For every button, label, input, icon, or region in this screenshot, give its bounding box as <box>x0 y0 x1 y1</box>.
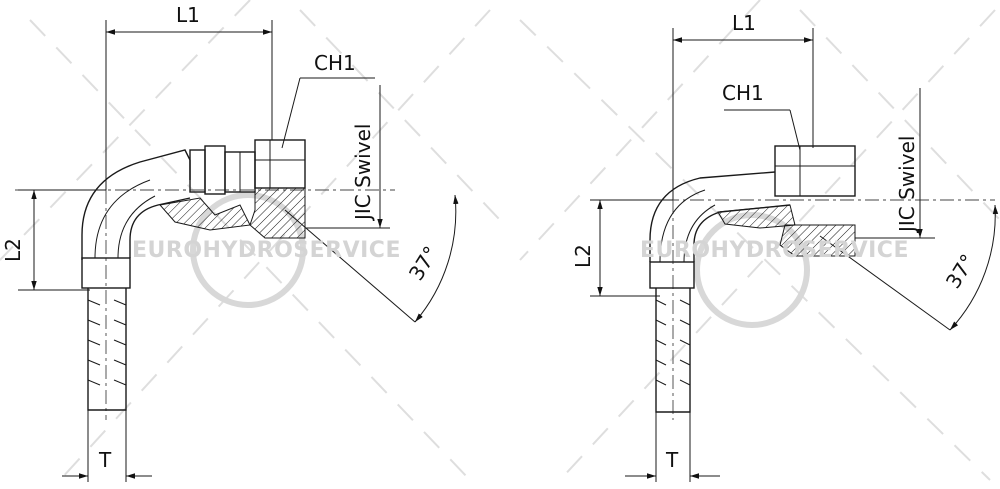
l2-label: L2 <box>1 238 25 262</box>
t-label: T <box>665 448 679 472</box>
ch1-label: CH1 <box>314 51 356 75</box>
elbow-inner-left <box>129 197 191 258</box>
watermark-text-left: EUROHYDROSERVICE <box>132 238 401 263</box>
hose-tail-left <box>87 288 127 411</box>
ferrule-collar-right <box>649 261 695 289</box>
watermark-text-right: EUROHYDROSERVICE <box>640 238 909 263</box>
ch1-nut-right <box>774 145 856 197</box>
elbow-outer-right <box>649 171 776 262</box>
right-drawing: L1 L2 CH1 JIC Swivel 37° <box>571 11 999 482</box>
angle-label: 37° <box>941 250 980 293</box>
angle-label: 37° <box>404 242 443 285</box>
ch1-label: CH1 <box>722 81 764 105</box>
l1-label: L1 <box>732 11 756 35</box>
swivel-section-left <box>249 187 306 239</box>
left-drawing: L1 L2 CH1 JIC Swivel 37° <box>1 3 459 482</box>
t-label: T <box>98 448 112 472</box>
swivel-section-right <box>779 224 856 257</box>
angle-arc-left <box>414 194 459 323</box>
jic-swivel-label: JIC Swivel <box>895 136 919 234</box>
l2-label: L2 <box>571 244 595 268</box>
angle-arc-right <box>949 204 999 331</box>
watermark-circle-left <box>190 192 306 308</box>
ch1-nut-left <box>254 139 306 189</box>
l1-label: L1 <box>176 3 200 27</box>
elbow-outer-left <box>81 149 191 260</box>
hose-tail-right <box>655 288 691 413</box>
jic-swivel-label: JIC Swivel <box>351 124 375 222</box>
ferrule-collar-left <box>81 257 131 289</box>
